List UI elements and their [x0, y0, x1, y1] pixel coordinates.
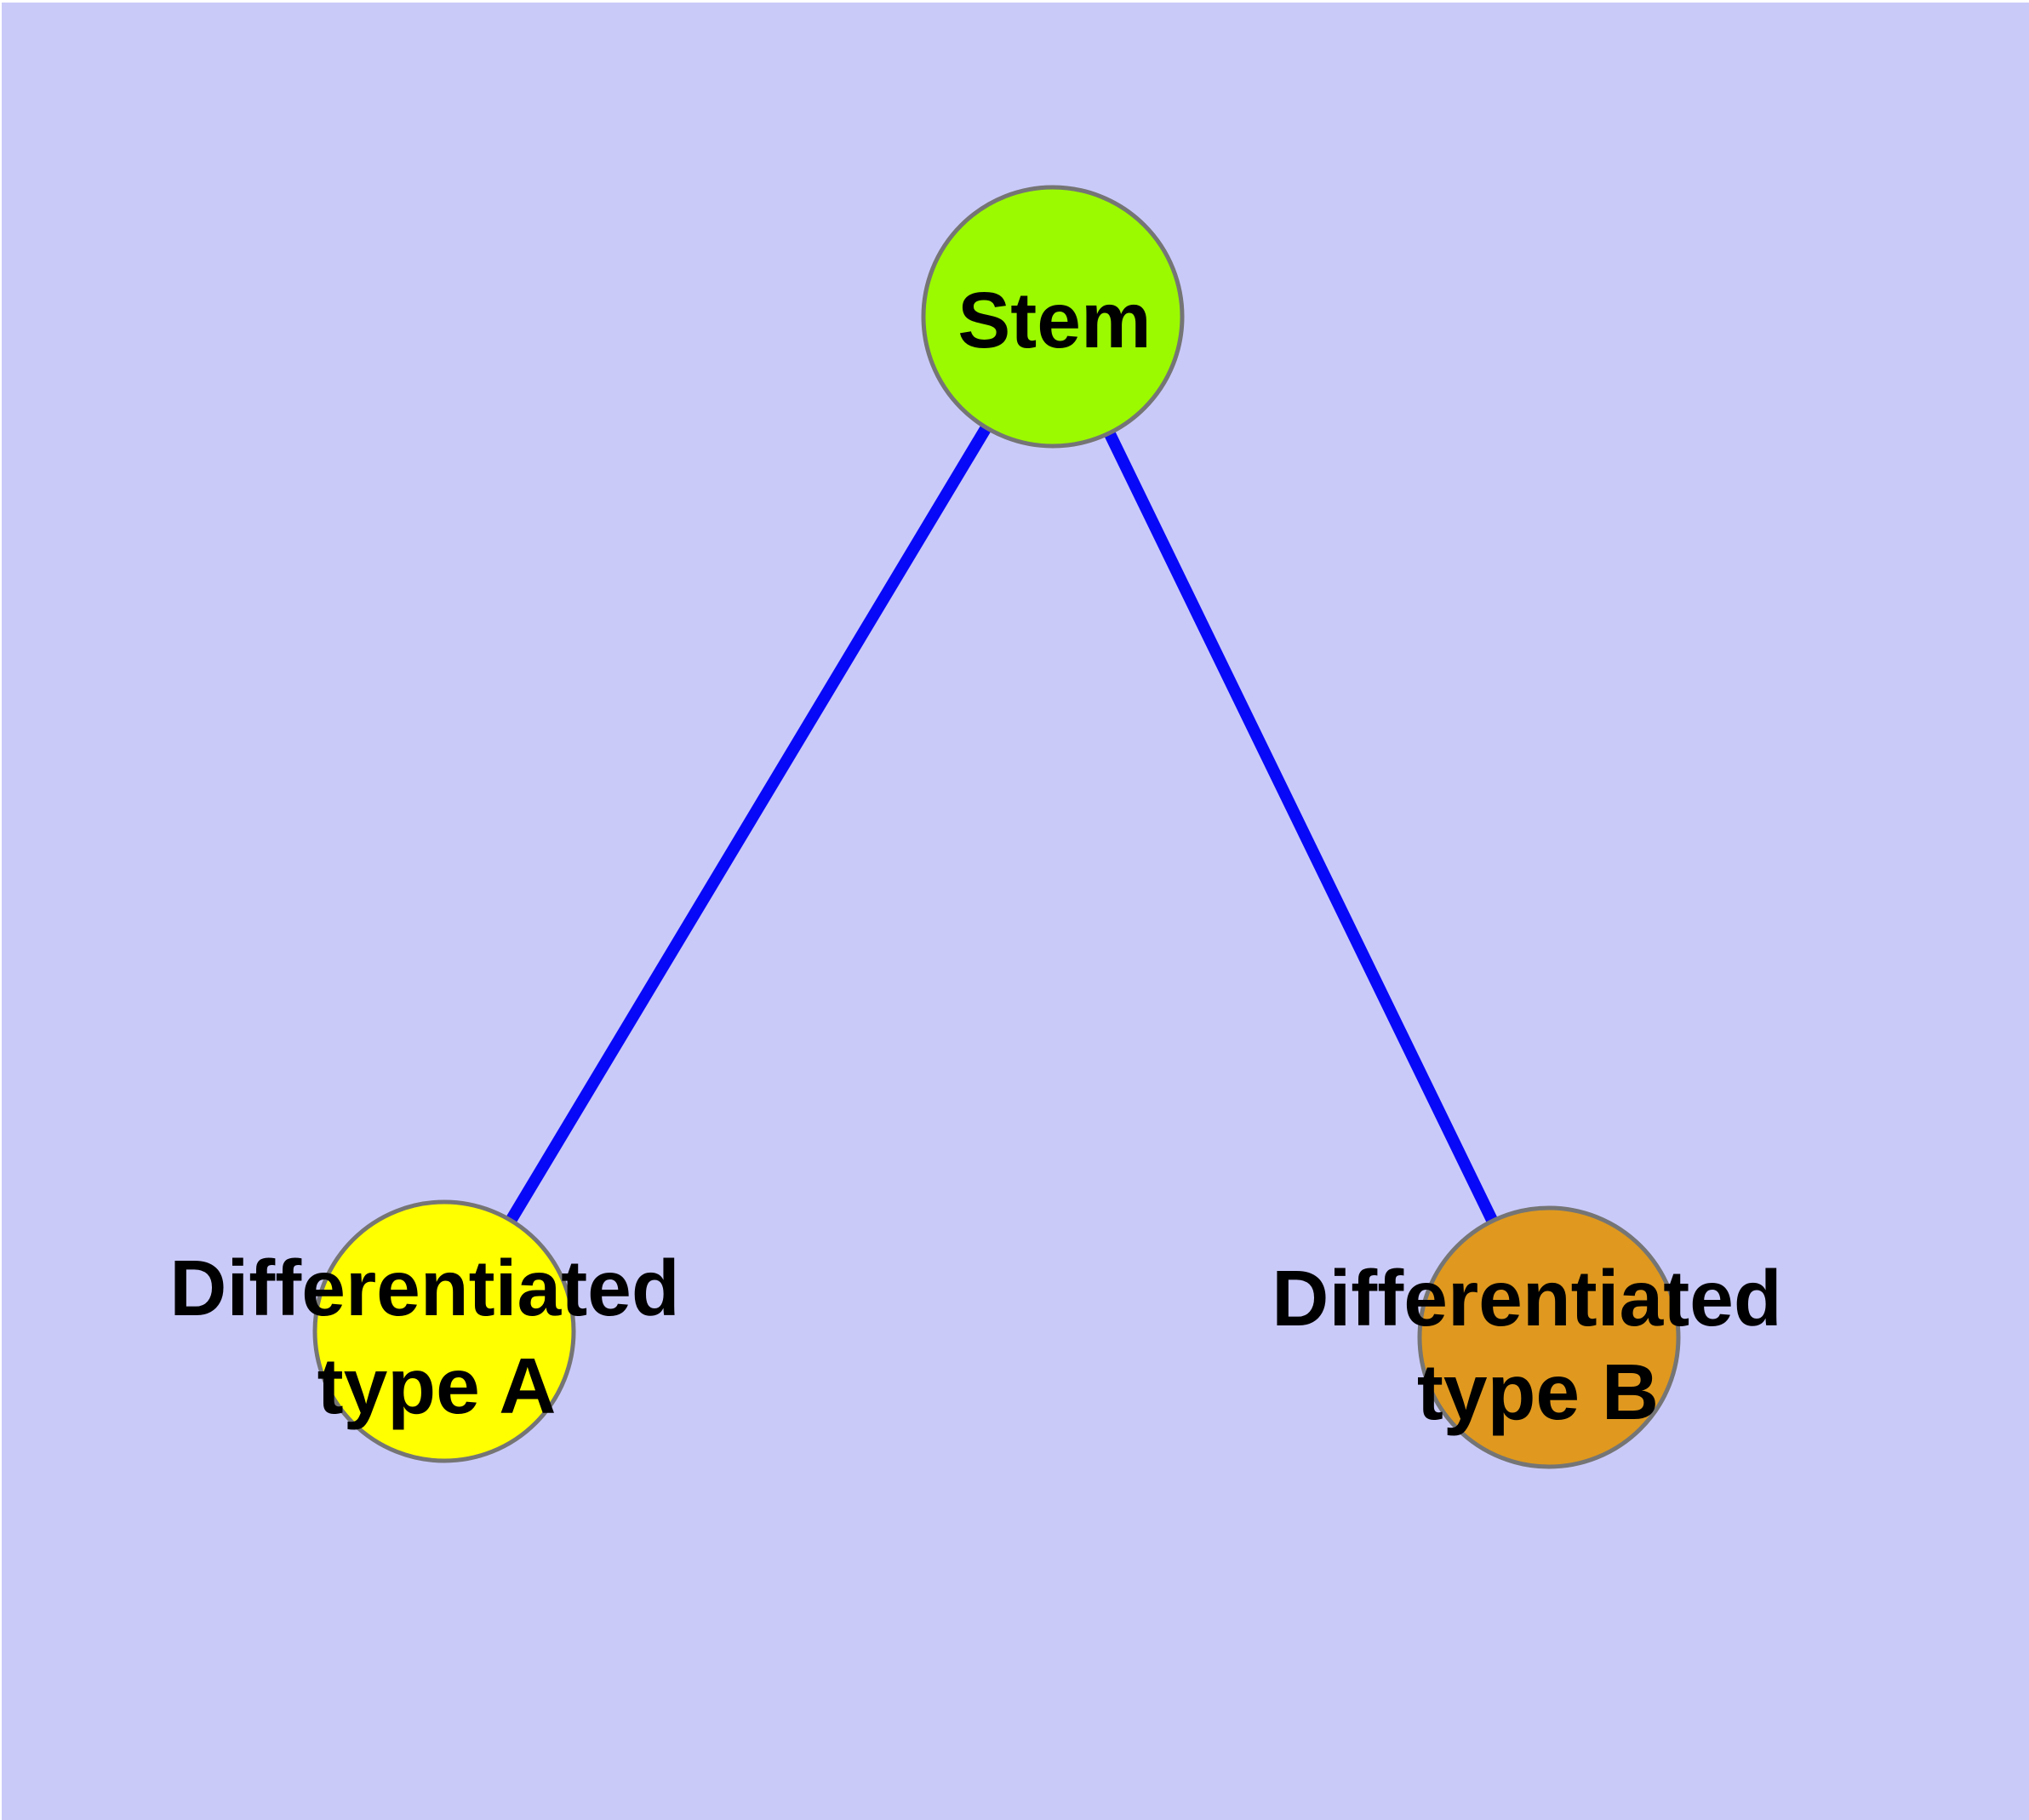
edge-stem-to-type-b: [1047, 313, 1555, 1341]
node-label-type-b-line2: type B: [1417, 1348, 1659, 1436]
edge-stem-to-type-a: [438, 313, 1059, 1335]
node-circle-type-b: [1417, 1205, 1681, 1469]
node-label-type-b-line1: Differentiated: [1272, 1254, 1781, 1342]
node-circle-type-a: [312, 1199, 576, 1463]
node-label-type-a-line1: Differentiated: [169, 1244, 679, 1332]
node-circle-stem: [921, 185, 1185, 449]
node-label-type-a-line2: type A: [317, 1342, 557, 1430]
node-label-stem: Stem: [957, 276, 1151, 364]
